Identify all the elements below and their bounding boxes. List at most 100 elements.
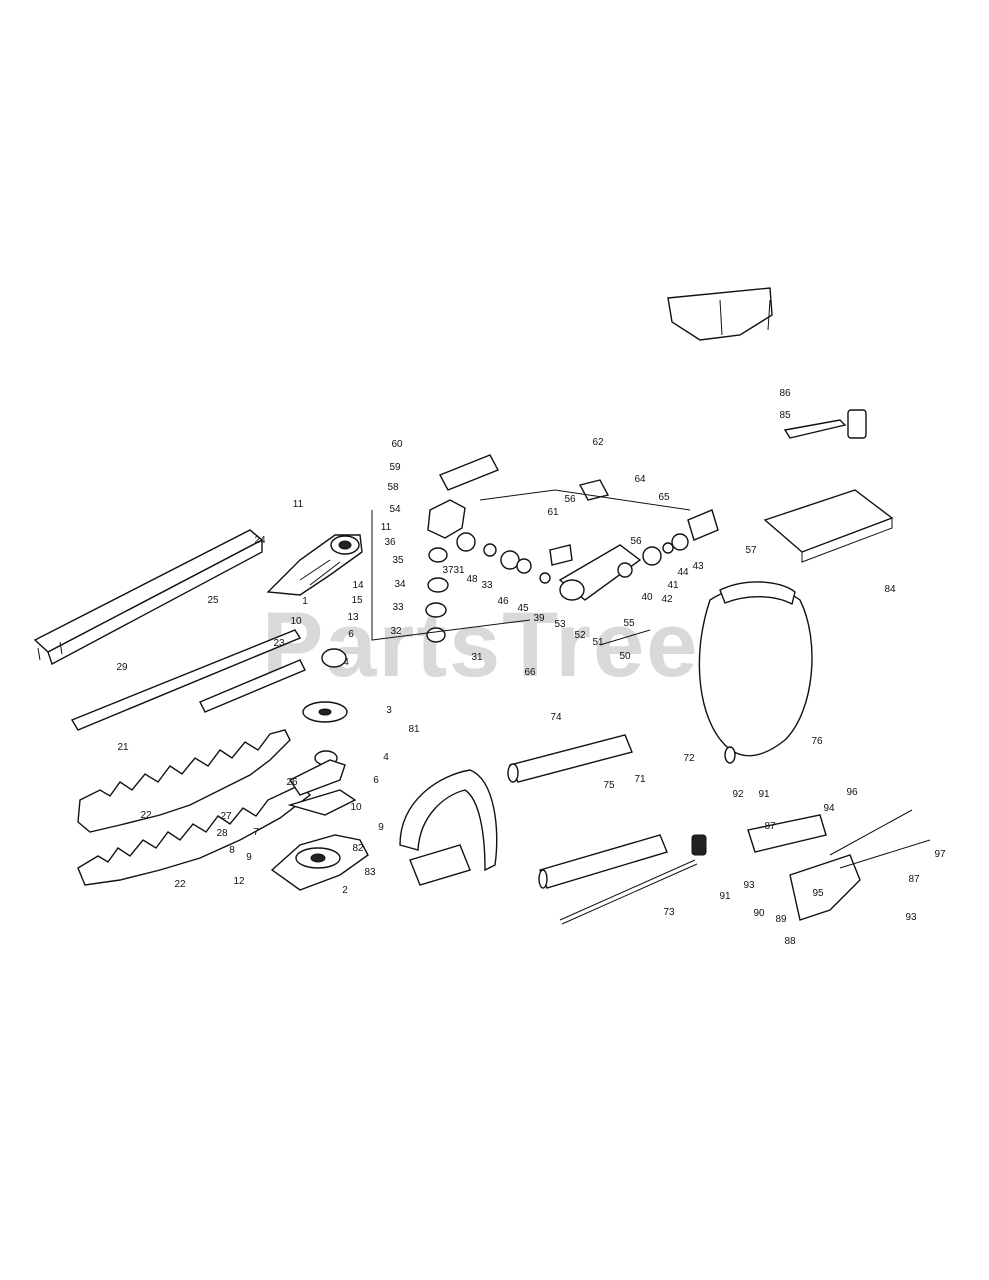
cam-plate — [288, 759, 346, 796]
part-callout-41: 41 — [667, 580, 679, 591]
part-callout-27: 27 — [220, 811, 232, 822]
part-callout-54: 54 — [389, 504, 401, 515]
part-callout-25: 25 — [207, 595, 219, 606]
part-callout-58: 58 — [387, 482, 399, 493]
part-callout-56: 56 — [564, 494, 576, 505]
part-callout-40: 40 — [641, 592, 653, 603]
part-callout-13: 13 — [347, 612, 359, 623]
part-callout-29: 29 — [116, 662, 128, 673]
part-callout-22: 22 — [140, 810, 152, 821]
safety-glasses — [667, 287, 773, 341]
part-callout-50: 50 — [619, 651, 631, 662]
part-callout-48: 48 — [466, 574, 478, 585]
drive-shaft — [559, 834, 707, 925]
part-callout-51: 51 — [592, 637, 604, 648]
part-callout-23: 23 — [273, 638, 285, 649]
part-callout-46: 46 — [497, 596, 509, 607]
part-callout-31: 31 — [471, 652, 483, 663]
part-callout-60: 60 — [391, 439, 403, 450]
part-callout-88: 88 — [784, 936, 796, 947]
part-callout-89: 89 — [775, 914, 787, 925]
part-callout-45: 45 — [517, 603, 529, 614]
part-callout-64: 64 — [634, 474, 646, 485]
bearing-upper — [321, 648, 347, 668]
part-callout-22: 22 — [174, 879, 186, 890]
part-callout-91: 91 — [719, 891, 731, 902]
part-callout-72: 72 — [683, 753, 695, 764]
part-callout-28: 28 — [216, 828, 228, 839]
part-callout-57: 57 — [745, 545, 757, 556]
part-callout-61: 61 — [547, 507, 559, 518]
part-callout-33: 33 — [392, 602, 404, 613]
part-callout-85: 85 — [779, 410, 791, 421]
part-callout-87: 87 — [764, 821, 776, 832]
spark-plug-wrench — [783, 409, 867, 439]
part-callout-11: 11 — [381, 522, 392, 533]
part-callout-35: 35 — [392, 555, 404, 566]
part-callout-24: 24 — [254, 535, 266, 546]
part-callout-66: 66 — [524, 667, 536, 678]
part-callout-31: 31 — [453, 565, 465, 576]
part-callout-55: 55 — [623, 618, 635, 629]
part-callout-9: 9 — [378, 822, 384, 833]
watermark-text: PartsTree — [262, 594, 699, 696]
lower-blade — [77, 784, 312, 886]
part-callout-75: 75 — [603, 780, 615, 791]
part-callout-83: 83 — [364, 867, 376, 878]
part-callout-32: 32 — [390, 626, 402, 637]
harness-strap — [698, 581, 813, 764]
part-callout-15: 15 — [351, 595, 363, 606]
part-callout-6: 6 — [373, 775, 379, 786]
drive-tube — [538, 834, 668, 889]
part-callout-82: 82 — [352, 843, 364, 854]
part-callout-21: 21 — [117, 742, 129, 753]
part-callout-4: 4 — [343, 657, 349, 668]
part-callout-2: 2 — [342, 885, 348, 896]
part-callout-9: 9 — [246, 852, 252, 863]
part-callout-95: 95 — [812, 888, 824, 899]
part-callout-34: 34 — [394, 579, 406, 590]
part-callout-71: 71 — [634, 774, 646, 785]
part-callout-91: 91 — [758, 789, 770, 800]
part-callout-93: 93 — [743, 880, 755, 891]
part-callout-3: 3 — [386, 705, 392, 716]
part-callout-65: 65 — [658, 492, 670, 503]
part-callout-4: 4 — [383, 752, 389, 763]
part-callout-44: 44 — [677, 567, 689, 578]
part-callout-10: 10 — [350, 802, 362, 813]
part-callout-59: 59 — [389, 462, 401, 473]
part-callout-96: 96 — [846, 787, 858, 798]
part-callout-93: 93 — [905, 912, 917, 923]
part-callout-42: 42 — [661, 594, 673, 605]
part-callout-39: 39 — [533, 613, 545, 624]
gear-housing-cover — [266, 534, 363, 596]
part-callout-14: 14 — [352, 580, 364, 591]
part-callout-74: 74 — [550, 712, 562, 723]
part-callout-33: 33 — [481, 580, 493, 591]
blade-guard — [33, 529, 264, 666]
part-callout-76: 76 — [811, 736, 823, 747]
part-callout-36: 36 — [384, 537, 396, 548]
part-callout-26: 26 — [286, 777, 298, 788]
part-callout-6: 6 — [348, 629, 354, 640]
part-callout-10: 10 — [290, 616, 302, 627]
part-callout-53: 53 — [554, 619, 566, 630]
part-callout-81: 81 — [408, 724, 420, 735]
part-callout-73: 73 — [663, 907, 675, 918]
part-callout-92: 92 — [732, 789, 744, 800]
part-callout-1: 1 — [302, 596, 308, 607]
part-callout-11: 11 — [293, 499, 304, 510]
part-callout-84: 84 — [884, 584, 896, 595]
part-callout-12: 12 — [233, 876, 245, 887]
throttle-assembly — [747, 809, 931, 921]
foam-grip — [507, 734, 633, 783]
connecting-rod — [70, 629, 306, 731]
part-callout-87: 87 — [908, 874, 920, 885]
part-callout-90: 90 — [753, 908, 765, 919]
part-callout-7: 7 — [253, 827, 259, 838]
part-callout-56: 56 — [630, 536, 642, 547]
upper-blade — [77, 729, 291, 833]
